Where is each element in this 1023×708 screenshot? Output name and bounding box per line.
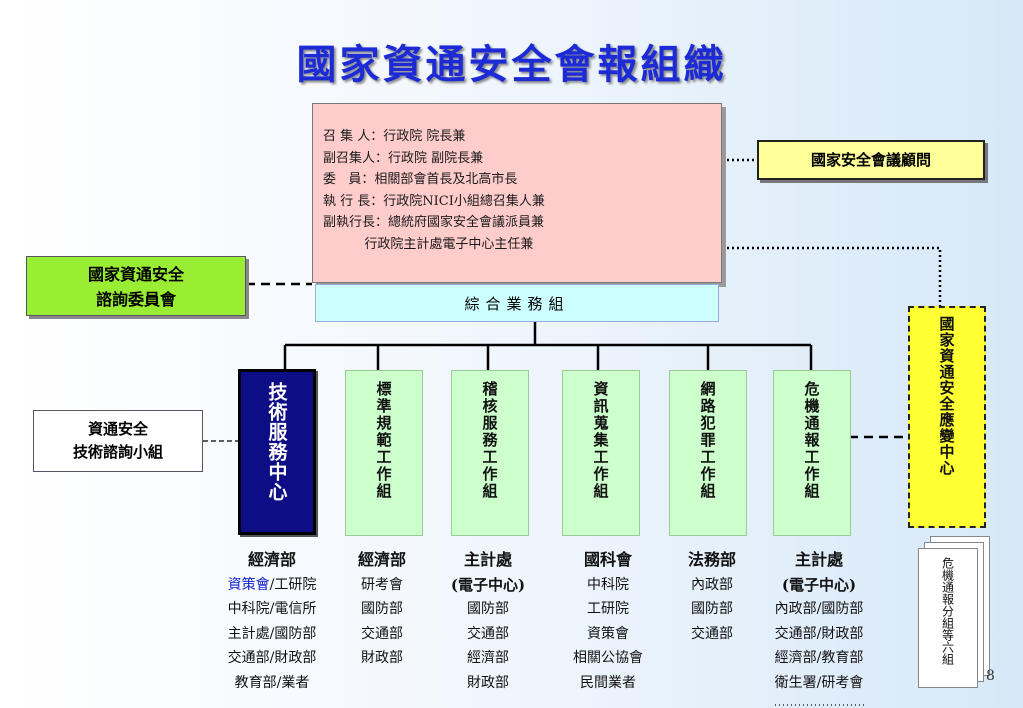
member-line: 交通部/財政部 <box>227 650 317 666</box>
member-column-tech: 經濟部 資策會/工研院 中科院/電信所 主計處/國防部 交通部/財政部 教育部/… <box>207 548 337 695</box>
member-line: 資策會/工研院 <box>227 576 317 593</box>
member-line: 資策會 <box>587 625 629 642</box>
group-label: 標準規範工作組 <box>374 381 393 500</box>
group-label: 稽核服務工作組 <box>480 381 499 500</box>
member-column-cyber: 法務部 內政部 國防部 交通部 <box>647 548 777 646</box>
member-line: 財政部 <box>467 674 509 691</box>
member-line: 內政部 <box>691 576 733 593</box>
member-column-crisis: 主計處 (電子中心) 內政部/國防部 交通部/財政部 經濟部/教育部 衛生署/研… <box>752 548 886 695</box>
group-label: 資訊蒐集工作組 <box>591 381 610 500</box>
member-line: 經濟部 <box>467 650 509 666</box>
chair-line: 副召集人：行政院 副院長兼 <box>323 150 484 166</box>
member-head: 法務部 <box>687 550 736 569</box>
sub-groups-box: 危機通報分組等六組 <box>918 548 978 688</box>
page-number: 8 <box>986 668 995 684</box>
member-head: 經濟部 <box>357 550 406 569</box>
member-line: 國防部 <box>691 601 733 617</box>
advisory-line: 國家資通安全 <box>87 265 184 284</box>
member-line: 民間業者 <box>580 674 636 691</box>
member-line: 交通部 <box>467 625 509 642</box>
member-line: 研考會 <box>361 576 403 593</box>
member-line: (電子中心) <box>450 575 526 594</box>
member-line: 主計處/國防部 <box>227 625 317 642</box>
consult-line: 資通安全 <box>87 420 148 438</box>
member-line: 交通部 <box>361 625 403 642</box>
member-highlight: 資策會 <box>227 576 270 593</box>
member-line: 交通部 <box>691 625 733 642</box>
tech-consult-box: 資通安全 技術諮詢小組 <box>33 410 203 472</box>
tech-service-center: 技術服務中心 <box>238 369 316 535</box>
member-line: 衛生署/研考會 <box>774 674 864 691</box>
member-column-info: 國科會 中科院 工研院 資策會 相關公協會 民間業者 <box>543 548 673 695</box>
advisory-committee-box: 國家資通安全 諮詢委員會 <box>26 256 246 316</box>
member-line: 財政部 <box>361 650 403 666</box>
member-line: 相關公協會 <box>573 650 643 666</box>
group-crisis-report: 危機通報工作組 <box>773 370 851 536</box>
emergency-label: 國家資通安全應變中心 <box>937 316 956 476</box>
group-standards: 標準規範工作組 <box>345 370 423 536</box>
chair-line: 行政院主計處電子中心主任兼 <box>323 236 534 252</box>
member-line: 中科院/電信所 <box>227 601 317 617</box>
group-cybercrime: 網路犯罪工作組 <box>669 370 747 536</box>
group-audit: 稽核服務工作組 <box>451 370 529 536</box>
member-line: 內政部/國防部 <box>774 601 864 617</box>
member-line: 教育部/業者 <box>234 674 310 691</box>
page-title: 國家資通安全會報組織 <box>296 41 727 88</box>
member-column-standards: 經濟部 研考會 國防部 交通部 財政部 <box>317 548 447 671</box>
member-line: 交通部/財政部 <box>774 625 864 642</box>
member-line: 國防部 <box>467 601 509 617</box>
nsc-advisor-box: 國家安全會議顧問 <box>757 140 985 180</box>
group-label: 網路犯罪工作組 <box>698 381 717 500</box>
general-operations-group: 綜合業務組 <box>315 284 719 322</box>
chair-line: 召 集 人：行政院 院長兼 <box>323 129 466 144</box>
chair-line: 委 員：相關部會首長及北高市長 <box>323 172 518 187</box>
member-line: 工研院 <box>587 601 629 617</box>
member-head: 主計處 <box>463 550 512 569</box>
advisory-line: 諮詢委員會 <box>95 290 176 309</box>
convener-box: 召 集 人：行政院 院長兼 副召集人：行政院 副院長兼 委 員：相關部會首長及北… <box>312 103 722 283</box>
chair-line: 副執行長：總統府國家安全會議派員兼 <box>323 215 545 230</box>
dotted-line-to-emergency <box>722 246 942 306</box>
member-head: 經濟部 <box>247 550 296 569</box>
member-line: 中科院 <box>587 576 629 593</box>
group-label: 危機通報工作組 <box>802 381 821 500</box>
member-head: 主計處 <box>794 550 843 569</box>
consult-line: 技術諮詢小組 <box>72 443 163 461</box>
chair-line: 執 行 長：行政院NICI小組總召集人兼 <box>323 193 545 209</box>
member-line: 國防部 <box>361 601 403 617</box>
member-column-audit: 主計處 (電子中心) 國防部 交通部 經濟部 財政部 <box>423 548 553 695</box>
emergency-response-center: 國家資通安全應變中心 <box>908 306 986 528</box>
member-line: 經濟部/教育部 <box>774 650 864 666</box>
sub-groups-label: 危機通報分組等六組 <box>940 557 955 665</box>
member-line: (電子中心) <box>781 575 857 594</box>
member-head: 國科會 <box>583 550 632 569</box>
group-info-collection: 資訊蒐集工作組 <box>562 370 640 536</box>
tech-center-label: 技術服務中心 <box>265 382 288 502</box>
